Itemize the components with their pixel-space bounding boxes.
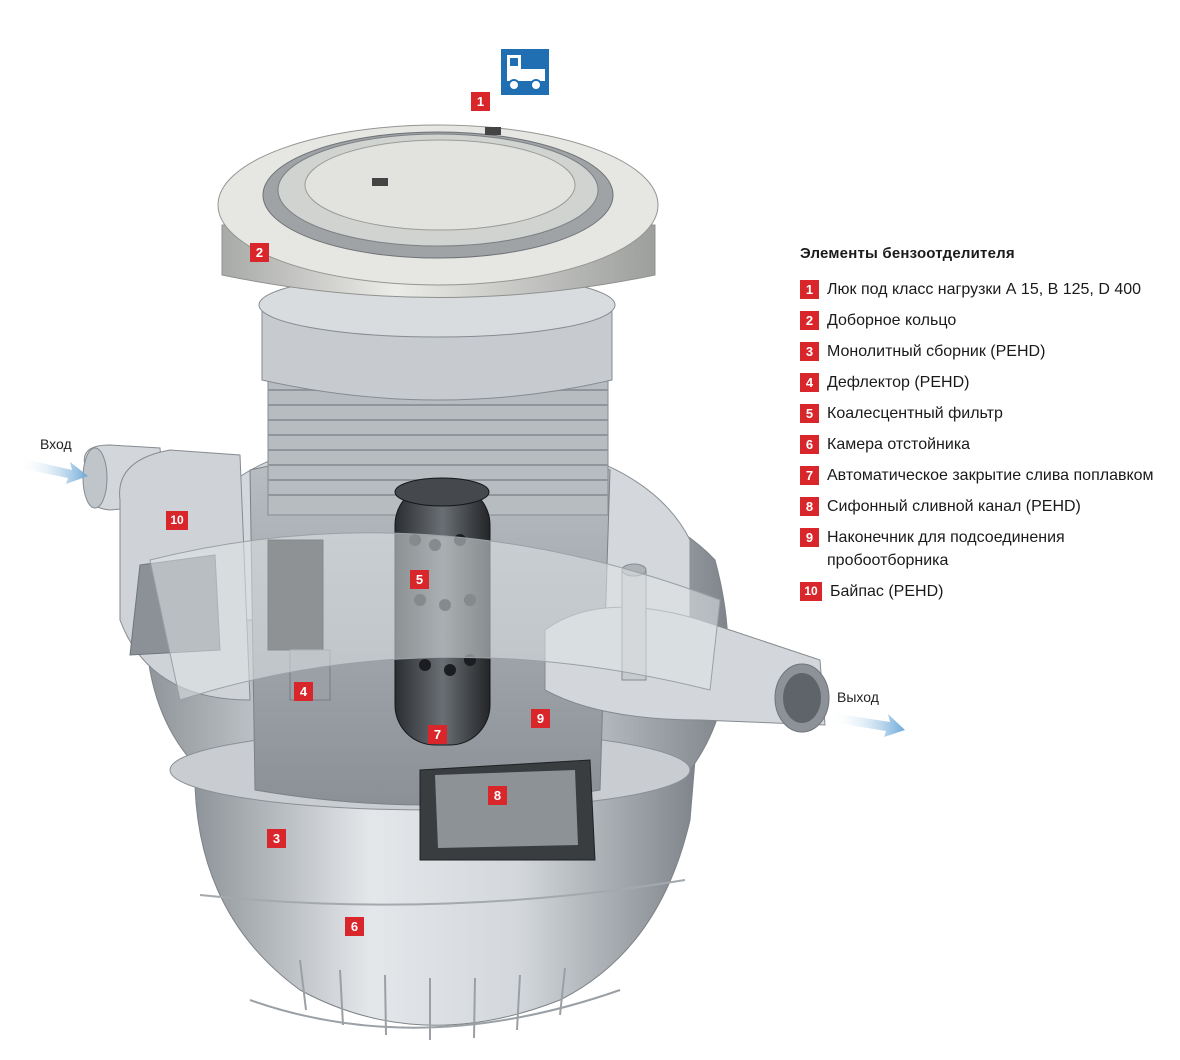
outlet-label: Выход [837,689,879,705]
callout-marker-8: 8 [488,786,507,805]
legend-item: 3 Монолитный сборник (PEHD) [800,340,1170,363]
legend-number: 5 [800,404,819,423]
legend-item: 2 Доборное кольцо [800,309,1170,332]
legend-item: 6 Камера отстойника [800,433,1170,456]
legend-item: 8 Сифонный сливной канал (PEHD) [800,495,1170,518]
callout-marker-9: 9 [531,709,550,728]
callout-marker-6: 6 [345,917,364,936]
legend-number: 7 [800,466,819,485]
legend-number: 9 [800,528,819,547]
legend-item: 7 Автоматическое закрытие слива поплавком [800,464,1170,487]
callout-marker-7: 7 [428,725,447,744]
callout-marker-5: 5 [410,570,429,589]
legend-item: 9 Наконечник для подсоединения пробоотбор… [800,526,1170,572]
legend-label: Сифонный сливной канал (PEHD) [827,498,1081,515]
legend-item: 10 Байпас (PEHD) [800,580,1170,603]
legend-label: Люк под класс нагрузки А 15, В 125, D 40… [827,281,1142,298]
legend-number: 2 [800,311,819,330]
legend-number: 4 [800,373,819,392]
callout-marker-1: 1 [471,92,490,111]
callout-marker-3: 3 [267,829,286,848]
legend-number: 3 [800,342,819,361]
legend-number: 8 [800,497,819,516]
legend-number: 6 [800,435,819,454]
legend-list: 1 Люк под класс нагрузки А 15, В 125, D 4… [800,278,1170,603]
callout-marker-4: 4 [294,682,313,701]
legend-item: 5 Коалесцентный фильтр [800,402,1170,425]
legend-label: Камера отстойника [827,436,971,453]
callout-marker-10: 10 [166,511,188,530]
legend-label: Наконечник для подсоединения пробоотборн… [827,529,1065,569]
legend-number: 10 [800,582,822,601]
legend-item: 1 Люк под класс нагрузки А 15, В 125, D 4… [800,278,1170,301]
legend-label: Доборное кольцо [827,312,957,329]
legend-label: Автоматическое закрытие слива поплавком [827,467,1154,484]
legend-number: 1 [800,280,819,299]
legend-label: Дефлектор (PEHD) [827,374,970,391]
callout-marker-2: 2 [250,243,269,262]
truck-icon [501,49,549,95]
legend-label: Байпас (PEHD) [830,583,944,600]
inlet-label: Вход [40,436,72,452]
legend: Элементы бензоотделителя 1 Люк под класс … [800,245,1170,611]
legend-title: Элементы бензоотделителя [800,245,1015,262]
legend-item: 4 Дефлектор (PEHD) [800,371,1170,394]
legend-label: Монолитный сборник (PEHD) [827,343,1046,360]
legend-label: Коалесцентный фильтр [827,405,1003,422]
